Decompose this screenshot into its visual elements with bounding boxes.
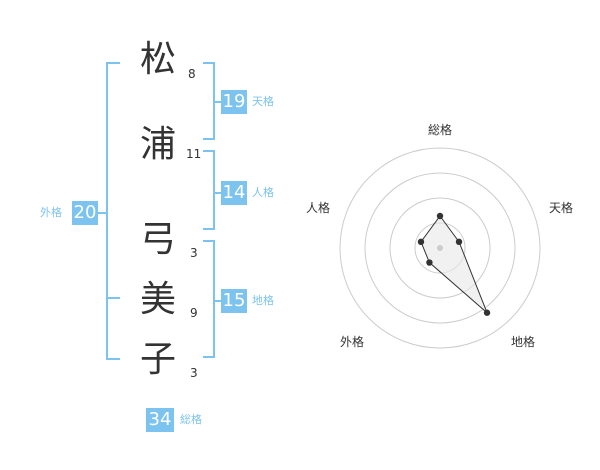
radar-point	[426, 259, 433, 266]
soukaku-label: 総格	[180, 413, 202, 426]
jinkaku-badge: 14	[221, 181, 247, 205]
radar-point	[436, 212, 444, 220]
radar-ring	[364, 172, 516, 324]
radar-label-tenkaku: 天格	[549, 201, 574, 215]
gaikaku-label: 外格	[40, 206, 62, 219]
name-char-2: 浦	[140, 124, 177, 165]
name-char-1: 松	[140, 39, 177, 80]
chikaku-badge: 15	[221, 289, 247, 313]
gaikaku-badge: 20	[72, 201, 98, 225]
soukaku-badge: 34	[146, 408, 174, 432]
radar-label-chikaku: 地格	[511, 335, 536, 349]
radar-point	[455, 238, 463, 246]
radar-ring	[339, 147, 541, 349]
name-char-3: 弓	[140, 219, 177, 260]
chikaku-label: 地格	[252, 294, 274, 307]
radar-center	[437, 245, 443, 251]
radar-label-jinkaku: 人格	[306, 201, 331, 215]
stroke-count-1: 8	[188, 67, 196, 81]
radar-chart	[339, 147, 541, 349]
radar-point	[483, 309, 491, 316]
radar-point	[417, 238, 425, 246]
stroke-count-3: 3	[190, 246, 198, 260]
stroke-count-2: 11	[186, 147, 202, 161]
radar-ring	[389, 197, 491, 299]
radar-label-gaikaku: 外格	[340, 335, 365, 349]
stroke-count-4: 9	[190, 306, 198, 320]
radar-label-soukaku: 総格	[428, 123, 453, 137]
radar-shape	[420, 215, 488, 314]
name-char-4: 美	[140, 279, 177, 320]
name-char-5: 子	[140, 339, 177, 380]
tenkaku-label: 天格	[252, 95, 274, 108]
jinkaku-label: 人格	[252, 186, 274, 199]
tenkaku-badge: 19	[221, 90, 247, 114]
stroke-count-5: 3	[190, 366, 198, 380]
